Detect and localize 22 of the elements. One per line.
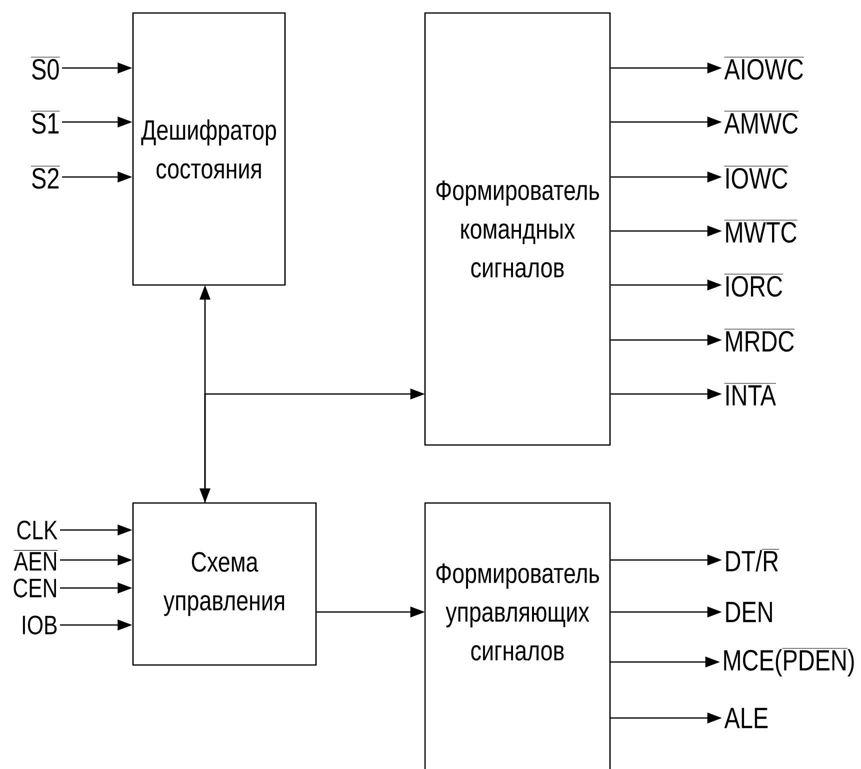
signal-label: ALE [724, 708, 768, 728]
process-box: Дешифратор состояния [132, 12, 286, 286]
signal-label: DEN [726, 602, 772, 622]
process-box: Формирователь управляющих сигналов [424, 502, 611, 769]
signal-label: INTA [724, 383, 776, 406]
signal-label: MWTC [724, 220, 798, 243]
signal-label: IOWC [724, 166, 788, 189]
signal-label: S1 [30, 110, 60, 134]
signal-label: CEN [14, 578, 56, 598]
signal-label: AIOWC [724, 56, 804, 80]
signal-label: MRDC [724, 328, 795, 352]
signal-label: S0 [30, 56, 60, 80]
signal-label: IOB [22, 616, 57, 634]
signal-label: AMWC [724, 110, 799, 134]
process-box: Схема управления [132, 502, 317, 666]
signal-label: CLK [17, 520, 58, 540]
signal-label: IORC [724, 274, 784, 297]
signal-label: AEN [14, 550, 58, 571]
process-box: Формирователь командных сигналов [424, 12, 611, 446]
signal-label: S2 [30, 166, 60, 189]
signal-label: DT/R [726, 548, 780, 572]
signal-label: MCE(PDEN) [724, 648, 854, 676]
